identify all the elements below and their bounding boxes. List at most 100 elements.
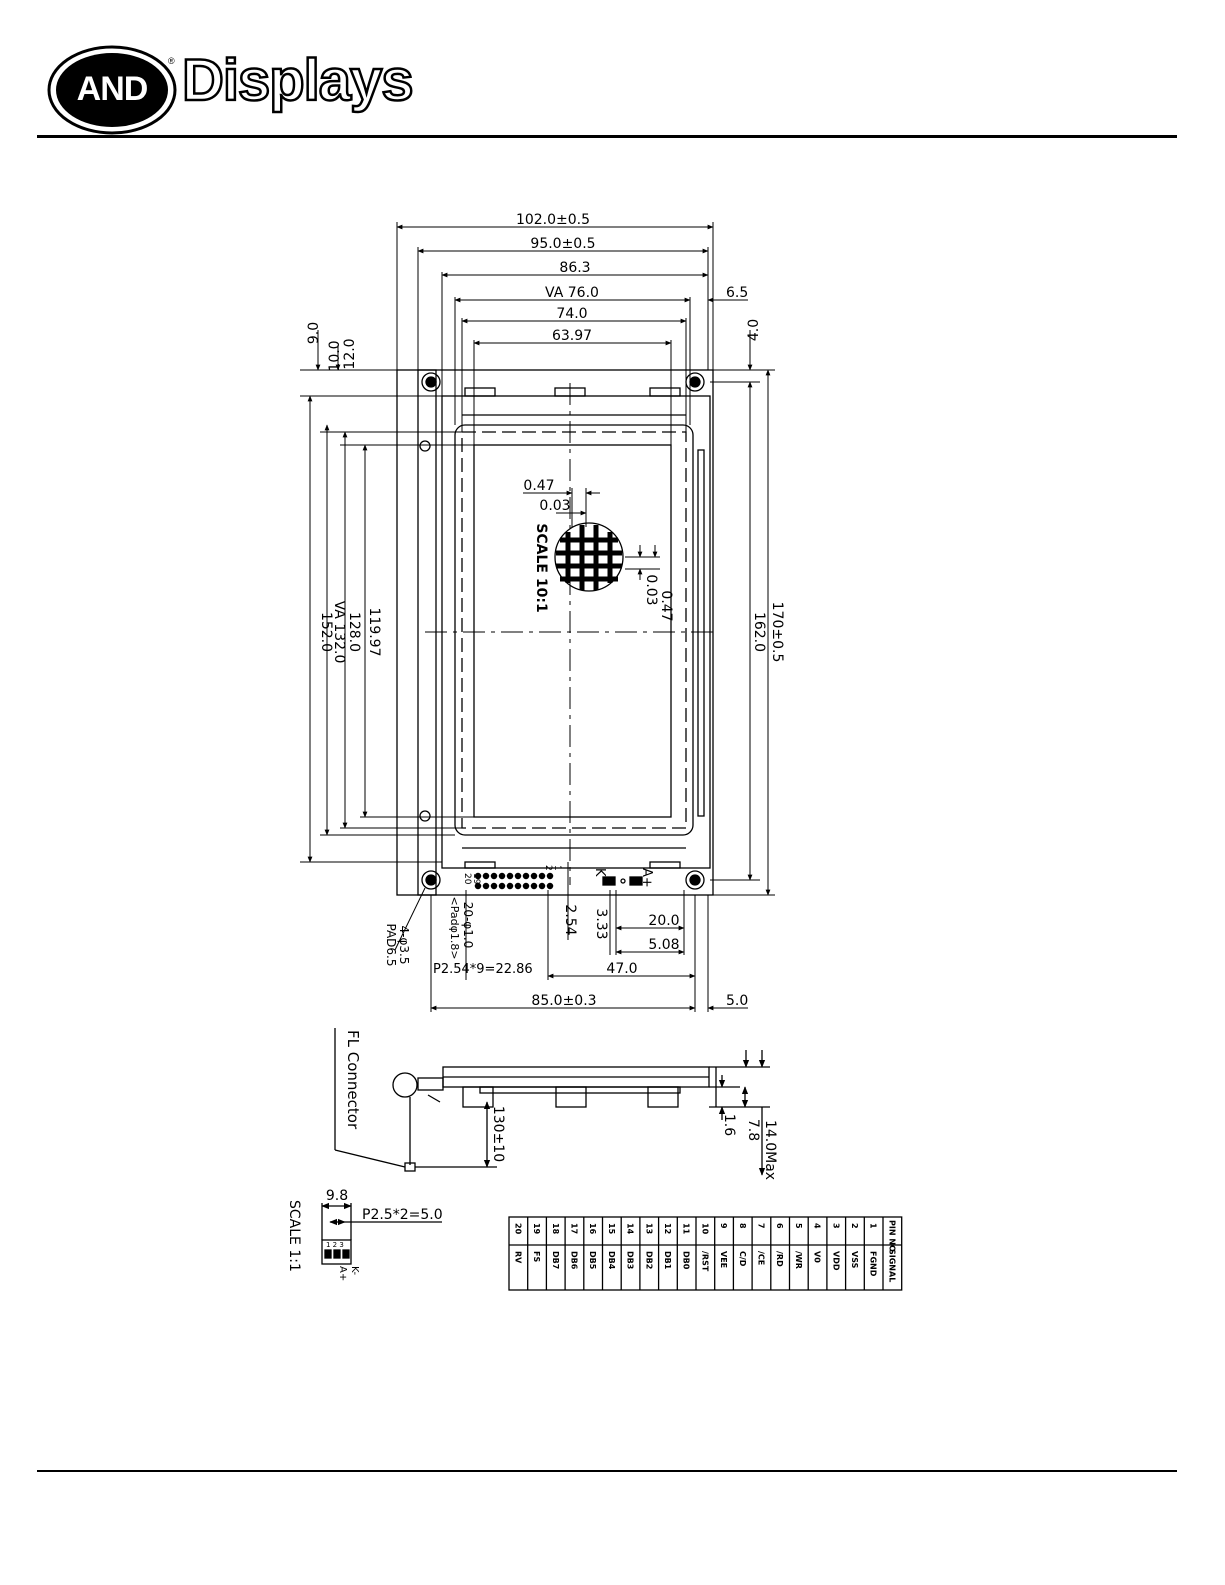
dim-pitch-254: 2.54 — [562, 904, 578, 935]
mounting-holes — [419, 372, 705, 890]
pin-signal: /RST — [700, 1251, 709, 1272]
dim-height-170: 170±0.5 — [769, 602, 785, 663]
pin-mark-1: 1 — [552, 865, 562, 871]
dim-85: 85.0±0.3 — [531, 993, 596, 1009]
pin-mark-2: 2 — [543, 865, 553, 871]
pin-signal: DB7 — [551, 1251, 560, 1269]
connector-pad — [474, 882, 482, 890]
dim-height-119: 119.97 — [366, 608, 382, 657]
thickness-78: 7.8 — [745, 1119, 761, 1141]
connector-pad — [498, 872, 506, 880]
dim-height-152: 152.0 — [318, 612, 334, 652]
dim-width-74: 74.0 — [556, 306, 587, 322]
dim-333: 3.33 — [593, 908, 609, 939]
pin-number: 1 — [869, 1223, 878, 1229]
cable-length-label: 130±10 — [490, 1106, 506, 1162]
connector-pad — [522, 872, 530, 880]
pin-signal: C/D — [738, 1251, 747, 1267]
connector-pad — [538, 882, 546, 890]
side-view — [334, 1028, 770, 1176]
dim-508: 5.08 — [648, 937, 679, 953]
pin-table-header-signal: SIGNAL — [887, 1249, 896, 1282]
dim-20: 20.0 — [648, 913, 679, 929]
pin-signal: DB3 — [626, 1251, 635, 1269]
pin-number: 20 — [513, 1223, 522, 1235]
pin-signal: DB5 — [588, 1251, 597, 1270]
detail-pin-numbers: 1 2 3 — [326, 1241, 344, 1249]
detail-k-label: K- — [349, 1266, 360, 1276]
dimension-lines — [300, 222, 775, 1012]
dot-size-047: 0.47 — [523, 478, 554, 494]
logo-oval — [47, 45, 177, 135]
dim-width-102: 102.0±0.5 — [516, 212, 590, 228]
dim-top-right-offset: 4.0 — [746, 319, 762, 341]
connector-pad — [514, 872, 522, 880]
connector-pad — [490, 872, 498, 880]
pad-pitch-label: P2.54*9=22.86 — [433, 962, 533, 977]
k-terminal-label: K — [592, 868, 607, 877]
dim-47: 47.0 — [606, 961, 637, 977]
pin-number: 6 — [775, 1223, 784, 1229]
pin-number: 3 — [831, 1223, 840, 1229]
dot-gap-v-003: 0.03 — [643, 574, 659, 605]
registered-mark: ® — [168, 56, 175, 66]
pin-number: 16 — [588, 1223, 597, 1235]
dim-va-height: VA 132.0 — [331, 601, 347, 664]
pin-signal: DB1 — [663, 1251, 672, 1270]
pin-signal: DB0 — [682, 1251, 691, 1270]
thickness-14-max: 14.0Max — [762, 1120, 778, 1180]
connector-pad — [498, 882, 506, 890]
pin-signal: /WR — [794, 1251, 803, 1269]
dim-offset-10: 10.0 — [327, 340, 343, 371]
dim-width-95: 95.0±0.5 — [530, 236, 595, 252]
holes-label: 4-φ3.5 — [397, 926, 411, 965]
pin-signal: DB6 — [569, 1251, 578, 1270]
logo-wordmark: Displays — [181, 48, 415, 113]
pin-signal: /CE — [756, 1251, 765, 1265]
pin-number: 19 — [532, 1223, 541, 1235]
connector-pad — [506, 882, 514, 890]
fl-connector-label: FL Connector — [344, 1030, 362, 1130]
connector-pad — [522, 882, 530, 890]
pin-number: 5 — [794, 1223, 803, 1229]
a-terminal-label: A+ — [639, 868, 654, 888]
connector-pad — [490, 882, 498, 890]
pads-dia-label: <Padφ1.8> — [448, 896, 461, 959]
connector-pad — [538, 872, 546, 880]
connector-pad — [530, 872, 538, 880]
pin-number: 17 — [569, 1223, 578, 1234]
connector-pad — [506, 872, 514, 880]
pin-signal: VSS — [850, 1251, 859, 1269]
pin-signal: V0 — [813, 1251, 822, 1263]
connector-pad — [546, 872, 554, 880]
pin-signal: /RD — [775, 1251, 784, 1267]
connector-pad — [546, 882, 554, 890]
pin-mark-20: 20 — [462, 873, 472, 885]
dim-5: 5.0 — [726, 993, 748, 1009]
pin-number: 4 — [813, 1223, 822, 1229]
pin-signal: DB4 — [607, 1251, 616, 1270]
logo-mark: AND — [76, 70, 149, 108]
connector-pads — [474, 872, 554, 890]
connector-pad — [482, 872, 490, 880]
dim-va-width: VA 76.0 — [545, 285, 599, 301]
pads-count-label: 20-φ1.0 — [461, 902, 475, 949]
pin-number: 15 — [607, 1223, 616, 1235]
connector-pad — [474, 872, 482, 880]
thickness-16: 1.6 — [721, 1114, 737, 1136]
connector-pad — [482, 882, 490, 890]
pin-number: 10 — [700, 1223, 709, 1235]
dim-width-63: 63.97 — [552, 328, 592, 344]
pin-number: 2 — [850, 1223, 859, 1229]
pin-signal: FGND — [869, 1251, 878, 1277]
pin-table-frame — [508, 1216, 903, 1291]
dot-gap-003: 0.03 — [539, 498, 570, 514]
dot-size-v-047: 0.47 — [658, 590, 674, 621]
connector-pad — [530, 882, 538, 890]
magnifier-scale-label: SCALE 10:1 — [533, 523, 549, 612]
dim-height-128: 128.0 — [346, 612, 362, 652]
header: AND ® Displays — [0, 0, 1225, 140]
pin-number: 9 — [719, 1223, 728, 1229]
pin-signal: FS — [532, 1251, 541, 1262]
